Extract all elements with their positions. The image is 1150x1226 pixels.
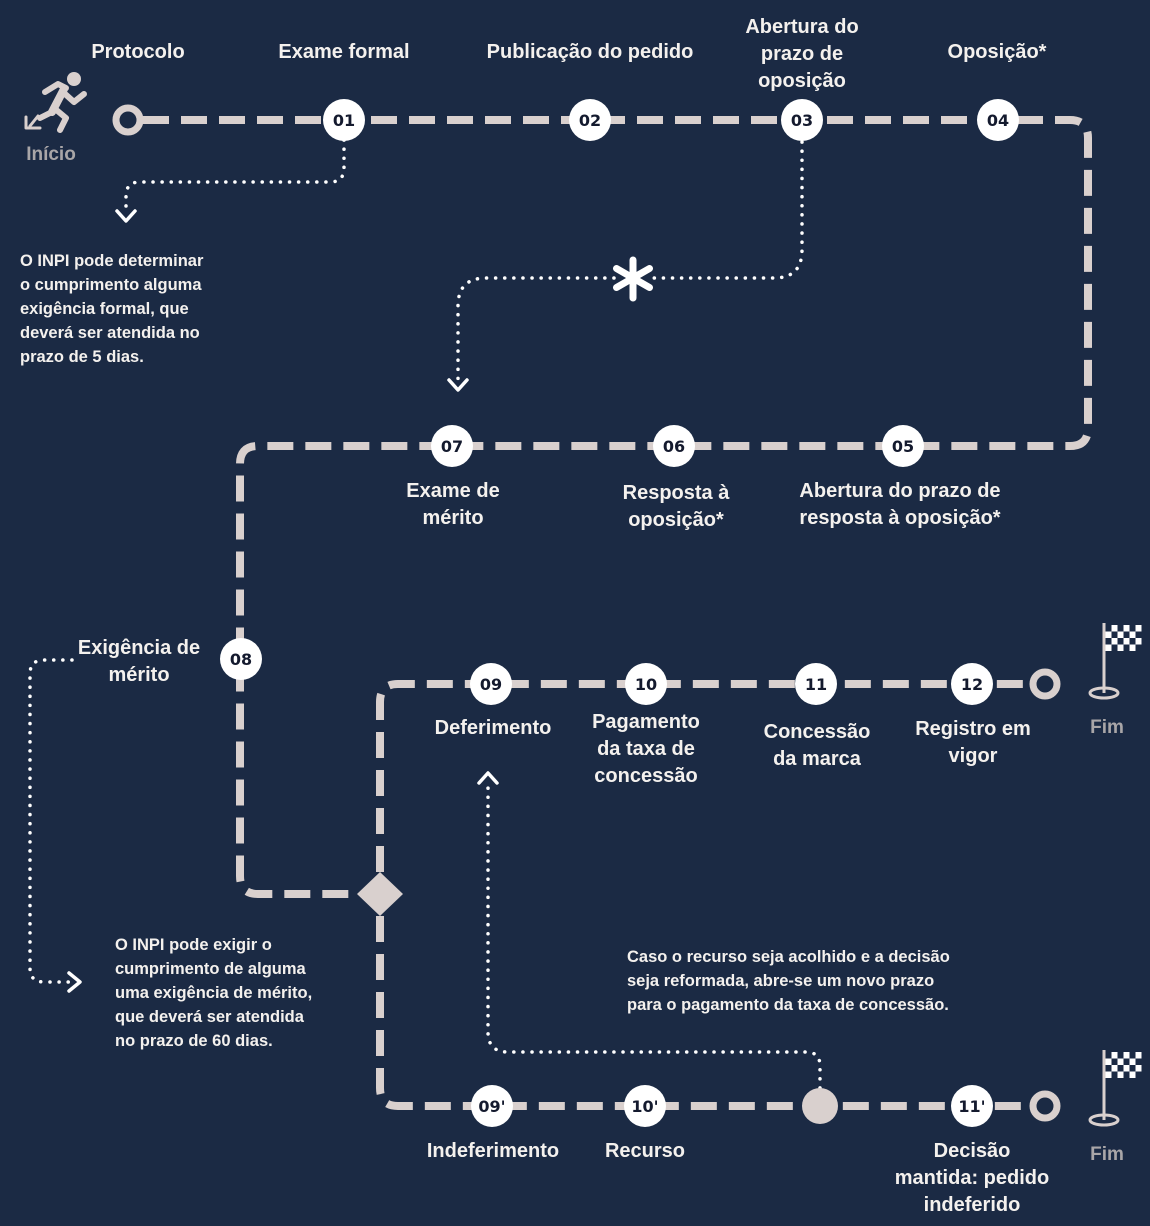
- end-ring-approved: [1029, 668, 1061, 700]
- step-node-05: 05: [882, 425, 924, 467]
- step-label-04: Oposição*: [947, 41, 1047, 63]
- step-node-09: 09: [470, 663, 512, 705]
- step-label-09b: Indeferimento: [426, 1140, 560, 1162]
- arrow-down-icon: [447, 378, 469, 392]
- note-formal-requirement: O INPI pode determinar o cumprimento alg…: [20, 252, 204, 366]
- merit-requirement-connector: [28, 658, 74, 984]
- step-label-06: Resposta à oposição*: [622, 482, 730, 531]
- step-node-03: 03: [781, 99, 823, 141]
- step-node-12: 12: [951, 663, 993, 705]
- step-node-02: 02: [569, 99, 611, 141]
- step-node-08: 08: [220, 638, 262, 680]
- approved-branch: [376, 680, 1030, 872]
- step-label-07: Exame de mérito: [406, 480, 500, 529]
- end-ring-rejected: [1029, 1090, 1061, 1122]
- step-label-10b: Recurso: [604, 1140, 686, 1162]
- step-label-03: Abertura do prazo de oposição: [745, 16, 859, 92]
- checkered-flag-icon: [1088, 1050, 1142, 1127]
- runner-icon: [24, 72, 87, 133]
- checkered-flag-icon: [1088, 623, 1142, 700]
- step-node-07: 07: [431, 425, 473, 467]
- step-node-04: 04: [977, 99, 1019, 141]
- step-node-09b: 09': [471, 1085, 513, 1127]
- start-title: Protocolo: [91, 41, 185, 63]
- step-node-10: 10: [625, 663, 667, 705]
- step-label-09: Deferimento: [434, 717, 552, 739]
- end-label-rejected: Fim: [1090, 1144, 1124, 1165]
- asterisk-icon: [613, 256, 653, 302]
- step-label-11b: Decisão mantida: pedido indeferido: [894, 1140, 1050, 1216]
- step-label-10: Pagamento da taxa de concessão: [592, 711, 700, 787]
- step-label-02: Publicação do pedido: [486, 41, 694, 63]
- note-merit-requirement: O INPI pode exigir o cumprimento de algu…: [115, 936, 313, 1050]
- step-node-11: 11: [795, 663, 837, 705]
- formal-requirement-connector: [124, 138, 346, 214]
- appeal-return-connector: [486, 780, 822, 1090]
- start-ring: [112, 104, 144, 136]
- step-label-01: Exame formal: [278, 41, 410, 63]
- start-label: Início: [26, 144, 76, 165]
- arrow-right-icon: [67, 971, 82, 993]
- step-node-01: 01: [323, 99, 365, 141]
- step-label-05: Abertura do prazo de resposta à oposição…: [799, 480, 1001, 529]
- step-node-06: 06: [653, 425, 695, 467]
- step-node-10b: 10': [624, 1085, 666, 1127]
- step-label-11: Concessão da marca: [763, 721, 871, 770]
- diamond-icon: [357, 872, 403, 916]
- step-label-08: Exigência de mérito: [77, 637, 201, 686]
- opposition-return-connector: [456, 276, 616, 384]
- step-label-12: Registro em vigor: [915, 718, 1031, 767]
- arrow-down-icon: [115, 209, 137, 223]
- end-label-approved: Fim: [1090, 717, 1124, 738]
- opposition-connector: [650, 140, 804, 280]
- appeal-outcome-dot: [802, 1088, 838, 1124]
- arrow-up-icon: [477, 771, 499, 785]
- rejected-branch: [376, 916, 1030, 1110]
- note-appeal: Caso o recurso seja acolhido e a decisão…: [627, 948, 950, 1014]
- step-node-11b: 11': [951, 1085, 993, 1127]
